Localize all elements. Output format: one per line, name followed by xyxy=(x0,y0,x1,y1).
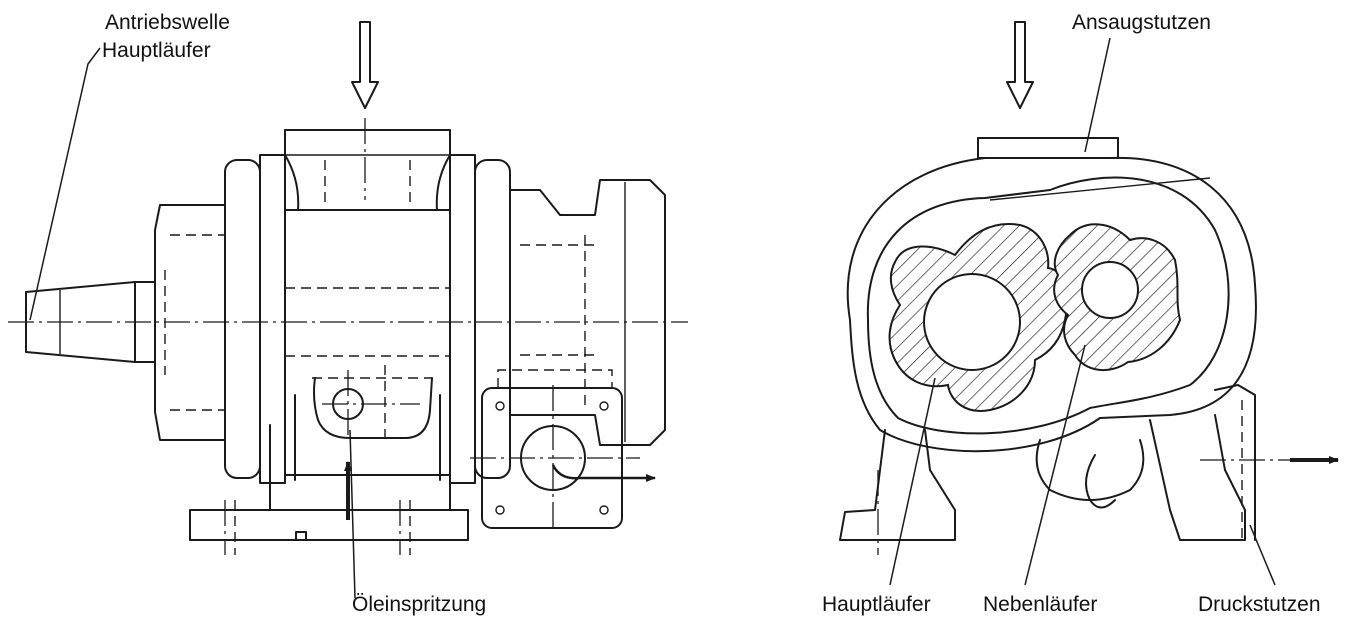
left-foot xyxy=(839,429,956,541)
base-foot xyxy=(189,509,469,541)
secondary-rotor-shaft xyxy=(1081,261,1139,319)
inlet-socket xyxy=(284,129,451,211)
inlet-arrow-left xyxy=(351,21,379,109)
label-drive-shaft-line1: Antriebswelle xyxy=(105,11,230,34)
label-drive-shaft-line2: Hauptläufer xyxy=(102,39,211,62)
side-view xyxy=(8,21,688,555)
leader-lines xyxy=(29,37,1276,599)
front-section-view xyxy=(839,21,1339,555)
outer-housing xyxy=(846,156,1257,453)
housing xyxy=(284,209,451,476)
leader-secondary-rotor xyxy=(1024,344,1086,586)
leader-suction-nozzle xyxy=(1084,37,1111,153)
label-pressure-nozzle: Druckstutzen xyxy=(1198,593,1321,616)
left-flange xyxy=(224,159,261,479)
leader-main-rotor xyxy=(889,377,936,586)
main-rotor-shaft xyxy=(923,273,1021,371)
suction-socket xyxy=(977,137,1119,159)
leader-pressure-nozzle xyxy=(1249,524,1276,586)
label-suction-nozzle: Ansaugstutzen xyxy=(1072,11,1211,34)
label-oil-injection: Öleinspritzung xyxy=(352,593,487,616)
leader-oil-injection xyxy=(349,429,356,599)
right-flange xyxy=(449,154,476,484)
outlet-arrow-left xyxy=(551,464,656,482)
leader-drive-shaft xyxy=(29,47,101,321)
oil-port-body xyxy=(294,394,441,481)
label-main-rotor: Hauptläufer xyxy=(822,593,931,616)
inner-housing xyxy=(866,176,1230,435)
right-foot xyxy=(1149,414,1246,541)
label-secondary-rotor: Nebenläufer xyxy=(983,593,1098,616)
right-bearing-housing xyxy=(509,179,666,446)
inlet-arrow-right xyxy=(1006,21,1034,109)
